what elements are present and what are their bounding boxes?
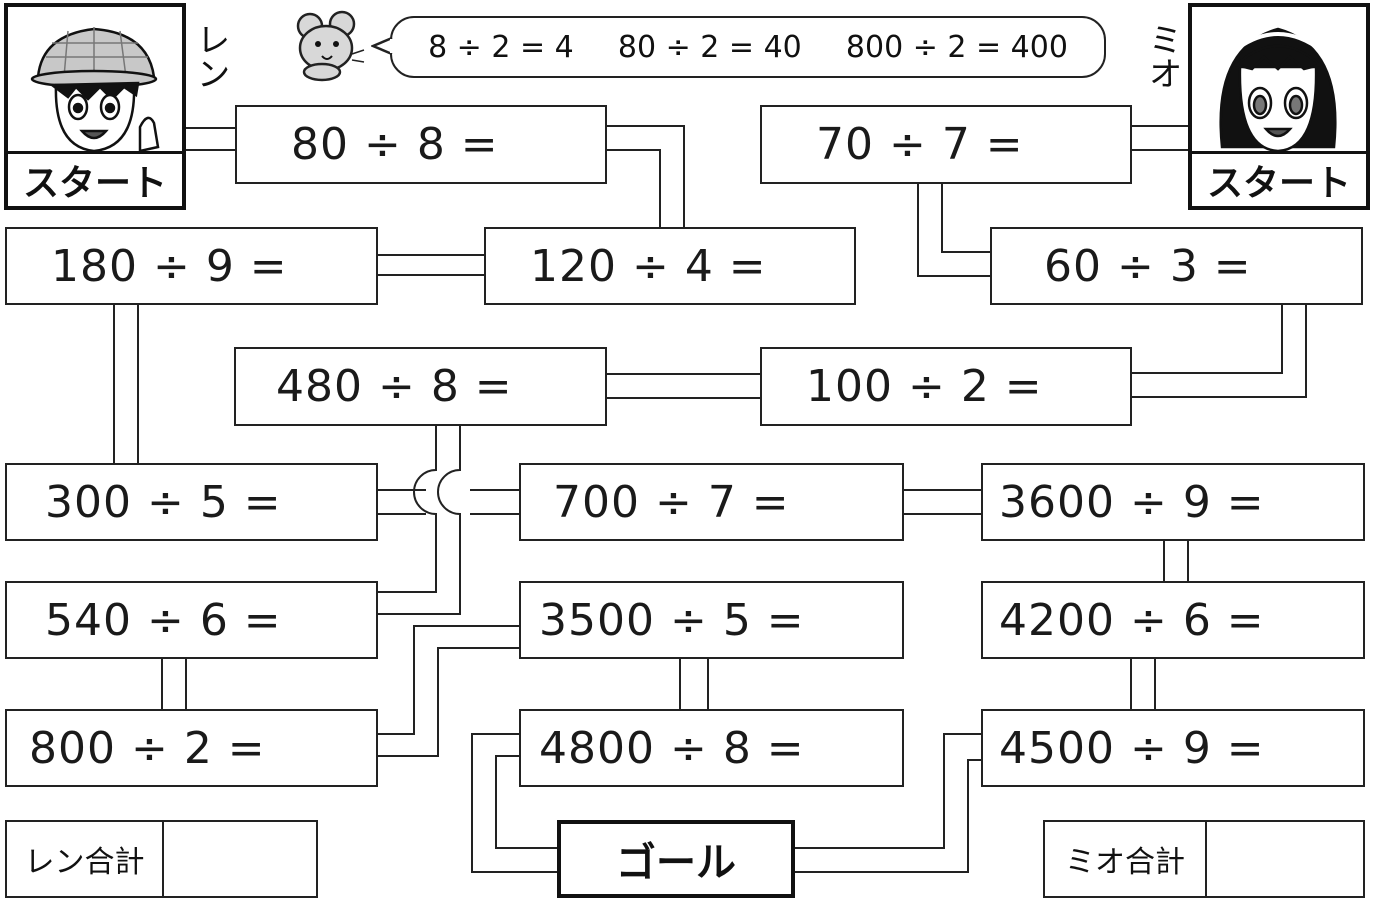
problem-box: 3600 ÷ 9 = — [981, 463, 1365, 541]
mouse-icon — [296, 10, 365, 82]
problem-box: 800 ÷ 2 = — [5, 709, 378, 787]
problem-text: 120 ÷ 4 = — [530, 240, 767, 292]
problem-text: 3500 ÷ 5 = — [539, 594, 805, 646]
problem-text: 700 ÷ 7 = — [553, 476, 790, 528]
problem-text: 300 ÷ 5 = — [45, 476, 282, 528]
problem-box: 180 ÷ 9 = — [5, 227, 378, 305]
problem-text: 4800 ÷ 8 = — [539, 722, 805, 774]
hint-bubble: 8 ÷ 2 = 4 80 ÷ 2 = 40 800 ÷ 2 = 400 — [390, 16, 1106, 78]
problem-box: 60 ÷ 3 = — [990, 227, 1363, 305]
hint-example: 800 ÷ 2 = 400 — [845, 29, 1068, 65]
problem-text: 70 ÷ 7 = — [816, 119, 1024, 170]
start-label-ren: スタート — [8, 151, 182, 206]
hint-example: 80 ÷ 2 = 40 — [617, 29, 802, 65]
player-name-mio: ミオ — [1142, 22, 1182, 90]
problem-text: 180 ÷ 9 = — [51, 240, 288, 292]
problem-text: 800 ÷ 2 = — [29, 722, 266, 774]
boy-detective-icon — [30, 27, 160, 153]
bubble-tail — [371, 36, 393, 56]
ren-total-label: レン合計 — [7, 822, 164, 896]
problem-box: 4500 ÷ 9 = — [981, 709, 1365, 787]
problem-text: 100 ÷ 2 = — [806, 361, 1043, 412]
problem-text: 60 ÷ 3 = — [1044, 240, 1252, 292]
hint-example: 8 ÷ 2 = 4 — [428, 29, 574, 65]
problem-box: 70 ÷ 7 = — [760, 105, 1132, 184]
problem-text: 4200 ÷ 6 = — [999, 594, 1265, 646]
ren-total-box: レン合計 — [5, 820, 318, 898]
problem-text: 540 ÷ 6 = — [45, 594, 282, 646]
problem-text: 4500 ÷ 9 = — [999, 722, 1265, 774]
problem-text: 480 ÷ 8 = — [276, 361, 513, 412]
problem-box: 480 ÷ 8 = — [234, 347, 607, 426]
problem-box: 4200 ÷ 6 = — [981, 581, 1365, 659]
mio-total-label: ミオ合計 — [1045, 822, 1207, 896]
mio-total-answer-field[interactable] — [1207, 822, 1363, 896]
ren-total-answer-field[interactable] — [164, 822, 316, 896]
start-card-ren: スタート — [4, 3, 186, 210]
problem-box: 3500 ÷ 5 = — [519, 581, 904, 659]
goal-box: ゴール — [557, 820, 795, 898]
problem-box: 100 ÷ 2 = — [760, 347, 1132, 426]
problem-box: 540 ÷ 6 = — [5, 581, 378, 659]
girl-icon — [1219, 27, 1337, 153]
problem-box: 700 ÷ 7 = — [519, 463, 904, 541]
problem-box: 120 ÷ 4 = — [484, 227, 856, 305]
start-card-mio: スタート — [1188, 3, 1370, 210]
player-name-ren: レン — [190, 22, 230, 90]
start-label-mio: スタート — [1192, 151, 1366, 206]
problem-text: 80 ÷ 8 = — [291, 119, 499, 170]
problem-box: 80 ÷ 8 = — [235, 105, 607, 184]
problem-box: 4800 ÷ 8 = — [519, 709, 904, 787]
problem-box: 300 ÷ 5 = — [5, 463, 378, 541]
problem-text: 3600 ÷ 9 = — [999, 476, 1265, 528]
mio-total-box: ミオ合計 — [1043, 820, 1365, 898]
